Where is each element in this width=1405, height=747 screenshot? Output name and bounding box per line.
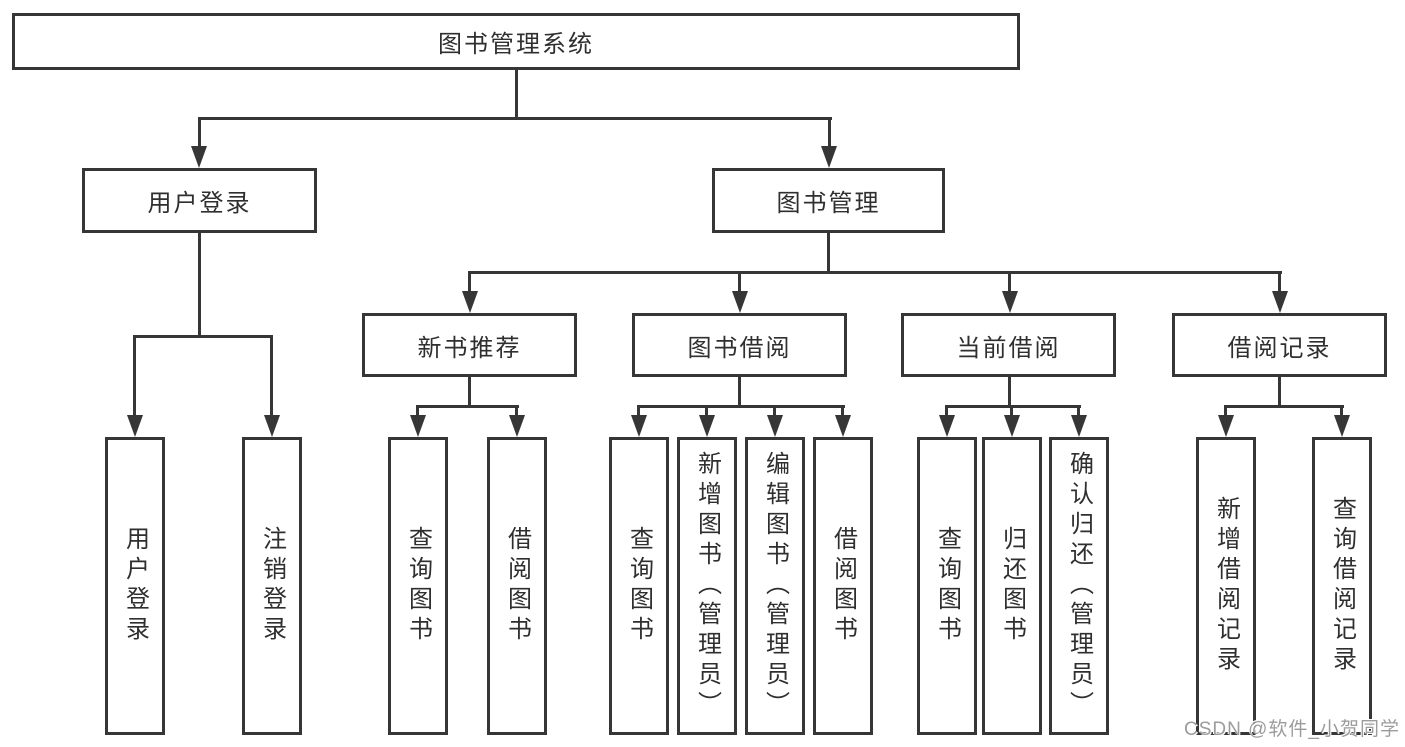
connector-line: [515, 405, 518, 417]
leaf-add-book-admin: 新增图书（管理员）: [677, 437, 737, 735]
connector-line: [198, 117, 832, 120]
connector-line: [468, 271, 1282, 274]
connector-line: [515, 69, 518, 119]
connector-line: [468, 271, 471, 293]
connector-line: [1278, 271, 1281, 293]
connector-line: [468, 376, 471, 408]
arrow-down-icon: [127, 415, 143, 437]
arrow-down-icon: [732, 291, 748, 313]
connector-line: [270, 335, 273, 417]
connector-line: [1008, 271, 1011, 293]
connector-line: [945, 405, 1081, 408]
leaf-user-login: 用户登录: [105, 437, 165, 735]
leaf-add-borrow-record: 新增借阅记录: [1196, 437, 1256, 735]
arrow-down-icon: [1334, 415, 1350, 437]
connector-line: [1278, 376, 1281, 408]
leaf-query-books-borrowing: 查询图书: [609, 437, 669, 735]
connector-line: [738, 271, 741, 293]
csdn-watermark: CSDN @软件_小贺同学: [1184, 719, 1400, 740]
connector-line: [133, 335, 273, 338]
arrow-down-icon: [767, 415, 783, 437]
connector-line: [416, 405, 519, 408]
connector-line: [416, 405, 419, 417]
leaf-query-books-current: 查询图书: [917, 437, 977, 735]
node-user-login: 用户登录: [82, 168, 317, 233]
connector-line: [827, 233, 830, 274]
arrow-down-icon: [191, 146, 207, 168]
connector-line: [945, 405, 948, 417]
node-borrowing-records: 借阅记录: [1172, 313, 1387, 377]
arrow-down-icon: [821, 146, 837, 168]
arrow-down-icon: [509, 415, 525, 437]
connector-line: [1077, 405, 1080, 417]
connector-line: [773, 405, 776, 417]
node-new-book-recommend: 新书推荐: [362, 313, 577, 377]
arrow-down-icon: [462, 291, 478, 313]
arrow-down-icon: [1071, 415, 1087, 437]
connector-line: [841, 405, 844, 417]
arrow-down-icon: [1004, 415, 1020, 437]
arrow-down-icon: [699, 415, 715, 437]
connector-line: [1008, 376, 1011, 408]
leaf-logout: 注销登录: [242, 437, 302, 735]
node-book-borrowing: 图书借阅: [632, 313, 847, 377]
connector-line: [1224, 405, 1227, 417]
arrow-down-icon: [631, 415, 647, 437]
connector-line: [705, 405, 708, 417]
connector-line: [1340, 405, 1343, 417]
leaf-query-books-recommend: 查询图书: [388, 437, 448, 735]
leaf-borrow-books-recommend: 借阅图书: [487, 437, 547, 735]
arrow-down-icon: [410, 415, 426, 437]
connector-line: [637, 405, 845, 408]
arrow-down-icon: [1272, 291, 1288, 313]
leaf-edit-book-admin: 编辑图书（管理员）: [745, 437, 805, 735]
connector-line: [1224, 405, 1344, 408]
connector-line: [738, 376, 741, 408]
leaf-return-book: 归还图书: [982, 437, 1042, 735]
arrow-down-icon: [835, 415, 851, 437]
connector-line: [198, 233, 201, 338]
connector-line: [1010, 405, 1013, 417]
arrow-down-icon: [1218, 415, 1234, 437]
arrow-down-icon: [264, 415, 280, 437]
leaf-query-borrow-record: 查询借阅记录: [1312, 437, 1372, 735]
connector-line: [133, 335, 136, 417]
root-node-library-system: 图书管理系统: [12, 13, 1020, 70]
leaf-borrow-books: 借阅图书: [813, 437, 873, 735]
arrow-down-icon: [939, 415, 955, 437]
connector-line: [637, 405, 640, 417]
connector-line: [198, 117, 201, 150]
leaf-confirm-return-admin: 确认归还（管理员）: [1049, 437, 1109, 735]
node-current-borrowing: 当前借阅: [901, 313, 1116, 377]
node-book-management: 图书管理: [712, 168, 945, 233]
connector-line: [828, 117, 831, 150]
arrow-down-icon: [1002, 291, 1018, 313]
